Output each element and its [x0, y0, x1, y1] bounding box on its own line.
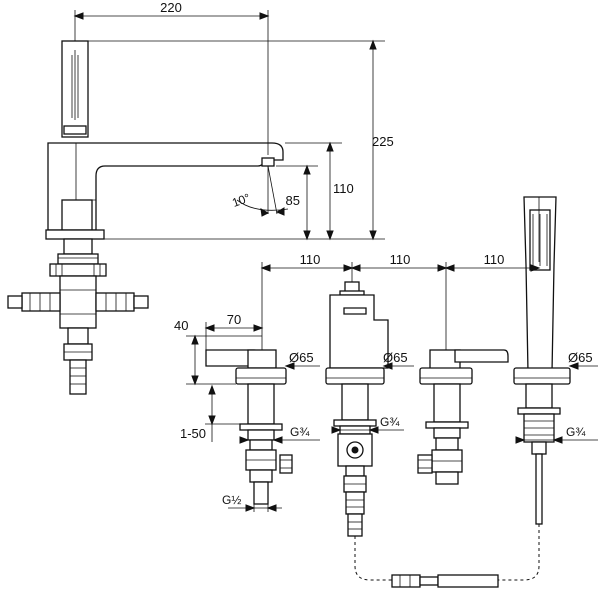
label-lever-height: 40: [174, 318, 188, 333]
dimension-220: 220: [73, 0, 270, 155]
label-spacing-1: 110: [300, 252, 321, 267]
label-lever-length: 70: [227, 312, 241, 327]
dimension-70: 70: [204, 312, 264, 350]
label-diameter-3: Ø65: [568, 350, 593, 365]
label-inlet-thread: G½: [222, 493, 241, 507]
dimension-diameters: Ø65 Ø65 Ø65: [284, 350, 598, 370]
dimension-110-spout: 110: [285, 141, 354, 241]
hose-connection: [354, 524, 540, 588]
label-thread-3: G¾: [566, 425, 586, 439]
side-view-faucet: [7, 40, 284, 395]
mixer-valve-right: [417, 349, 509, 485]
label-diameter-1: Ø65: [289, 350, 314, 365]
label-top-width: 220: [160, 0, 182, 15]
label-spout-angle: 10°: [230, 191, 252, 210]
mixer-valve-left: [205, 349, 293, 505]
dimension-85: 85: [276, 164, 318, 241]
label-spacing-2: 110: [390, 252, 411, 267]
label-thread-1: G¾: [290, 425, 310, 439]
dimension-225: 225: [88, 39, 394, 241]
dimension-40: 40: [174, 318, 262, 386]
dimension-1-50: 1-50: [180, 384, 248, 442]
angle-10-degrees: 10°: [230, 165, 289, 217]
side-diverter-block: [59, 275, 97, 329]
dimension-threads: G¾ G¾ G¾: [239, 415, 598, 444]
handshower-right: [513, 196, 571, 525]
label-total-height: 225: [372, 134, 394, 149]
label-spout-clearance: 85: [286, 193, 300, 208]
label-spout-height: 110: [333, 181, 354, 196]
side-deck-plate: [45, 229, 105, 240]
label-diameter-2: Ø65: [383, 350, 408, 365]
dimension-spacing: 110 110 110: [260, 197, 541, 350]
label-thread-2: G¾: [380, 415, 400, 429]
label-deck-thickness: 1-50: [180, 426, 206, 441]
label-spacing-3: 110: [484, 252, 505, 267]
dimension-inlet-thread: G½: [222, 493, 282, 512]
deck-spout-center: [325, 281, 389, 537]
